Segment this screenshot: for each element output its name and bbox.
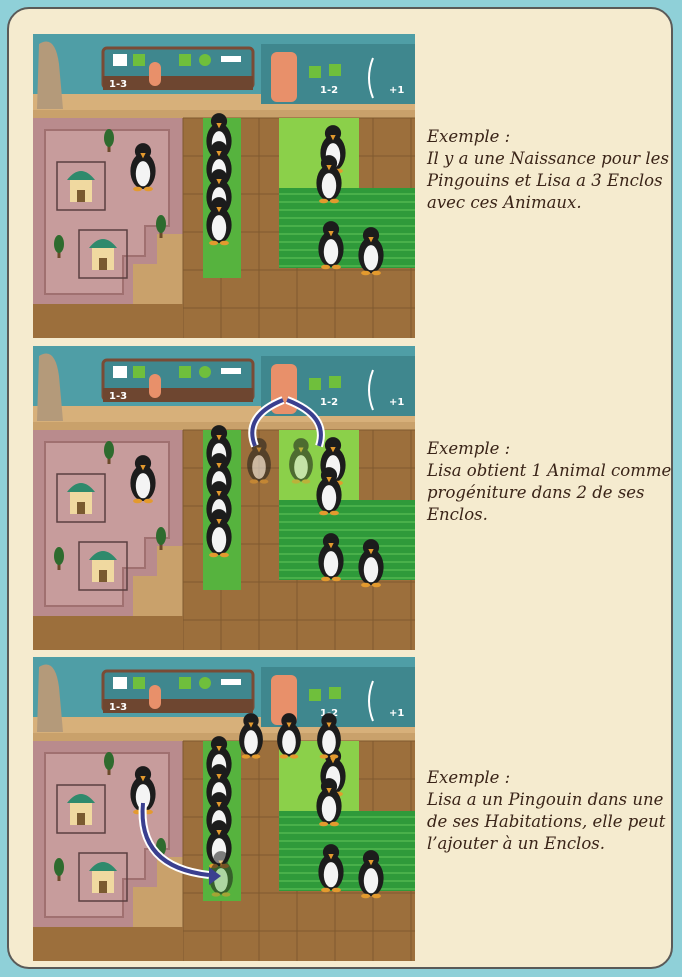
- example-title: Exemple :: [427, 767, 673, 789]
- example-illustration-2: 1-3 1-2 +1: [33, 346, 415, 650]
- svg-text:1-3: 1-3: [109, 702, 127, 713]
- example-text: Lisa obtient 1 Animal comme progéniture …: [427, 460, 673, 526]
- example-caption-1: Exemple : Il y a une Naissance pour les …: [427, 126, 673, 214]
- enclosure-3: [279, 811, 415, 891]
- svg-text:1-3: 1-3: [109, 391, 127, 402]
- svg-text:1-2: 1-2: [320, 397, 338, 408]
- example-title: Exemple :: [427, 438, 673, 460]
- example-title: Exemple :: [427, 126, 673, 148]
- enclosure-3: [279, 500, 415, 580]
- svg-text:1-3: 1-3: [109, 79, 127, 90]
- example-text: Lisa a un Pingouin dans une de ses Habit…: [427, 789, 673, 855]
- example-caption-3: Exemple : Lisa a un Pingouin dans une de…: [427, 767, 673, 855]
- example-illustration-1: 1-3 1-2 +1: [33, 34, 415, 338]
- example-illustration-3: 1-31-2+1: [33, 657, 415, 961]
- svg-text:+1: +1: [389, 85, 404, 96]
- svg-text:+1: +1: [389, 397, 404, 408]
- example-text: Il y a une Naissance pour les Pingouins …: [427, 148, 673, 214]
- example-caption-2: Exemple : Lisa obtient 1 Animal comme pr…: [427, 438, 673, 526]
- svg-text:+1: +1: [389, 708, 404, 719]
- rules-frame: 1-3 1-2 +1: [7, 7, 673, 969]
- svg-text:1-2: 1-2: [320, 85, 338, 96]
- enclosure-3: [279, 188, 415, 268]
